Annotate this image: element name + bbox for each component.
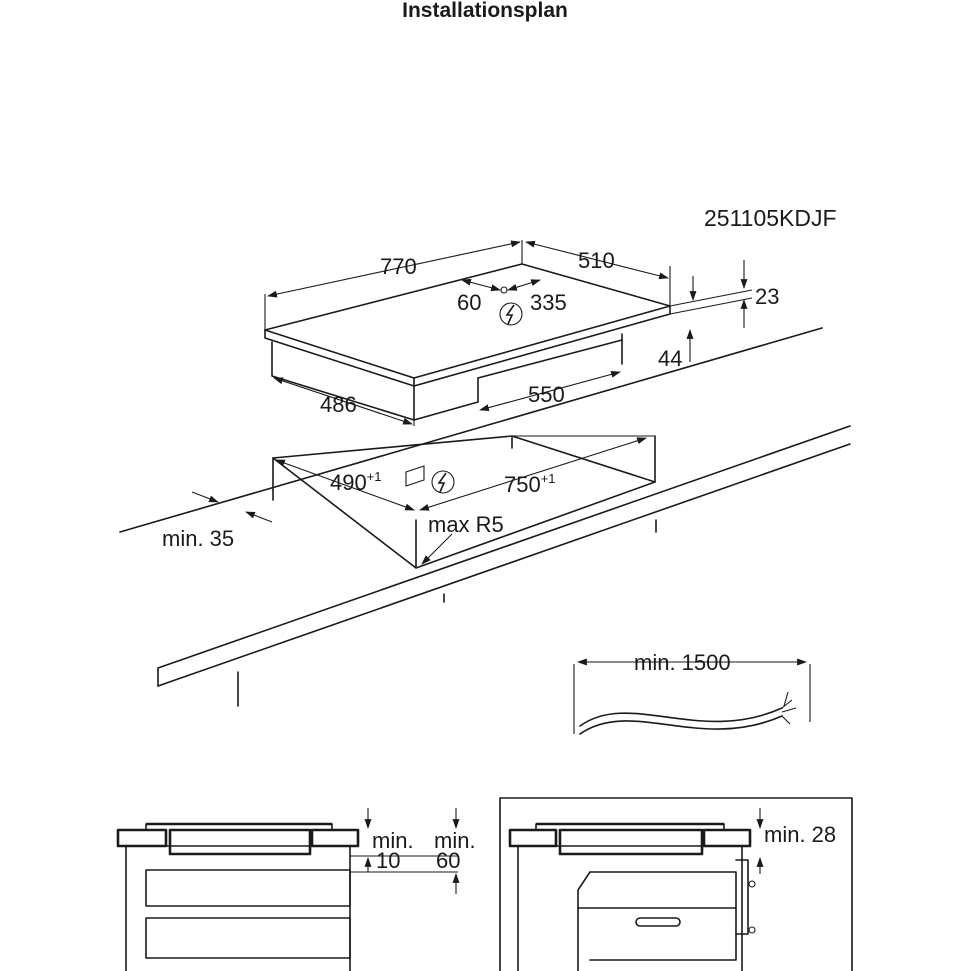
worktop-cutout [272, 435, 656, 569]
cable-drawing [573, 658, 811, 735]
dim-hob-depth: 510 [578, 248, 615, 273]
electrical-connection-icon [431, 470, 455, 494]
dim-clearance-a-value: 10 [376, 848, 400, 873]
dim-clearance-b-label: min. [434, 828, 476, 853]
dim-clearance-a-label: min. [372, 828, 414, 853]
dim-glass-thickness: 23 [755, 284, 779, 309]
dim-conn-offset-left: 60 [457, 290, 481, 315]
hob-drawing [264, 240, 753, 426]
dim-corner-radius: max R5 [428, 512, 504, 537]
dim-box-depth: 486 [320, 392, 357, 417]
dim-cutout-width: 750+1 [504, 471, 556, 497]
model-code: 251105KDJF [704, 205, 837, 231]
dim-box-height: 44 [658, 346, 682, 371]
page-title: Installationsplan [402, 0, 568, 22]
worktop-outline [119, 327, 823, 533]
worktop-drawing [119, 327, 851, 707]
dim-conn-offset-right: 335 [530, 290, 567, 315]
electrical-connection-icon [499, 302, 523, 326]
dim-cutout-depth: 490+1 [330, 469, 382, 495]
dim-front-clearance: min. 35 [162, 526, 234, 551]
dim-clearance-oven: min. 28 [764, 822, 836, 847]
oven-frame [499, 797, 853, 971]
section-drawer [116, 808, 460, 971]
dim-clearance-b-value: 60 [436, 848, 460, 873]
section-oven [499, 797, 853, 971]
dim-box-width: 550 [528, 382, 565, 407]
dim-cable-length: min. 1500 [634, 650, 731, 675]
dim-hob-width: 770 [380, 254, 417, 279]
power-cable [579, 707, 783, 727]
